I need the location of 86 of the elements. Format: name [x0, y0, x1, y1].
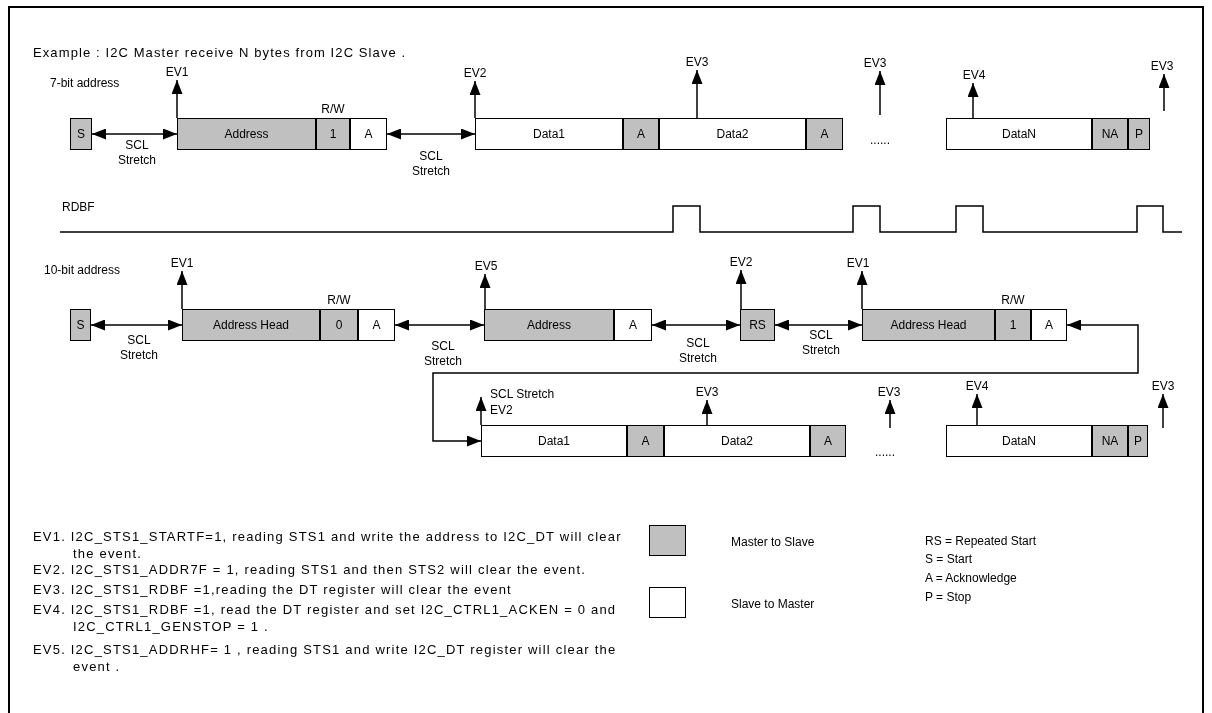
event-arrow — [856, 270, 868, 310]
event-arrow — [884, 399, 896, 429]
packet-field: Data1 — [475, 118, 623, 150]
packet-field: A — [627, 425, 664, 457]
abbreviation-note: P = Stop — [925, 589, 973, 605]
abbreviation-note: S = Start — [925, 551, 974, 567]
event-note: EV4. I2C_STS1_RDBF =1, read the DT register and set I2C_CTRL1_ACKEN = 0 and I2C_CTRL1_GENSTOP = 1 . — [33, 601, 618, 635]
packet-field: Address Head — [862, 309, 995, 341]
event-label: EV4 — [956, 67, 992, 83]
packet-field: Data1 — [481, 425, 627, 457]
event-arrow — [479, 273, 491, 310]
event-label: EV3 — [857, 55, 893, 71]
double-arrow — [90, 319, 183, 331]
packet-field: A — [806, 118, 843, 150]
packet-field: NA — [1092, 118, 1128, 150]
rw-label: R/W — [320, 102, 346, 116]
row-label: ...... — [870, 132, 891, 148]
double-arrow — [651, 319, 741, 331]
packet-field: A — [358, 309, 395, 341]
packet-field: Data2 — [664, 425, 810, 457]
rw-label: R/W — [1000, 293, 1026, 307]
packet-field: Data2 — [659, 118, 806, 150]
packet-field: S — [70, 309, 91, 341]
row-label: 10-bit address — [44, 262, 122, 278]
packet-field: P — [1128, 118, 1150, 150]
event-arrow — [475, 396, 487, 426]
row-label: 7-bit address — [50, 75, 121, 91]
event-arrow — [874, 70, 886, 116]
event-arrow — [701, 399, 713, 426]
event-note: EV1. I2C_STS1_STARTF=1, reading STS1 and write the address to I2C_DT will clear the event. — [33, 528, 623, 562]
event-arrow — [735, 269, 747, 310]
packet-field: Address — [484, 309, 614, 341]
packet-field: 1 — [995, 309, 1031, 341]
event-label: EV2 — [490, 402, 513, 418]
event-label: EV4 — [959, 378, 995, 394]
packet-field: RS — [740, 309, 775, 341]
event-arrow — [171, 79, 183, 119]
packet-field: Address Head — [182, 309, 320, 341]
legend-label: Slave to Master — [731, 596, 815, 612]
double-arrow — [386, 128, 476, 140]
event-arrow — [971, 393, 983, 426]
packet-field: A — [810, 425, 846, 457]
event-arrow — [176, 270, 188, 310]
packet-field: DataN — [946, 118, 1092, 150]
event-label: EV2 — [723, 254, 759, 270]
event-note: EV3. I2C_STS1_RDBF =1,reading the DT register will clear the event — [33, 581, 513, 598]
packet-field: S — [70, 118, 92, 150]
packet-field: A — [614, 309, 652, 341]
double-arrow — [774, 319, 863, 331]
event-label: EV3 — [1144, 58, 1180, 74]
event-arrow — [1157, 393, 1169, 429]
event-label: EV3 — [1145, 378, 1181, 394]
event-note: EV2. I2C_STS1_ADDR7F = 1, reading STS1 and then STS2 will clear the event. — [33, 561, 588, 578]
diagram-title: Example : I2C Master receive N bytes from I2C Slave . — [33, 45, 407, 61]
event-label: EV5 — [468, 258, 504, 274]
legend-label: Master to Slave — [731, 534, 815, 550]
event-label: EV1 — [164, 255, 200, 271]
packet-field: NA — [1092, 425, 1128, 457]
row-label: RDBF — [62, 199, 96, 215]
event-label: EV2 — [457, 65, 493, 81]
row-label: ...... — [875, 444, 896, 460]
packet-field: Address — [177, 118, 316, 150]
double-arrow — [91, 128, 178, 140]
packet-field: A — [1031, 309, 1067, 341]
rw-label: R/W — [326, 293, 352, 307]
packet-field: A — [623, 118, 659, 150]
packet-field: A — [350, 118, 387, 150]
event-label: EV3 — [689, 384, 725, 400]
event-note: EV5. I2C_STS1_ADDRHF= 1 , reading STS1 and write I2C_DT register will clear the event . — [33, 641, 618, 675]
event-arrow — [691, 69, 703, 119]
event-label: EV1 — [159, 64, 195, 80]
packet-field: 0 — [320, 309, 358, 341]
packet-field: 1 — [316, 118, 350, 150]
event-arrow — [469, 80, 481, 119]
loop-arrow — [432, 319, 1139, 447]
event-label: EV3 — [871, 384, 907, 400]
double-arrow — [394, 319, 485, 331]
packet-field: P — [1128, 425, 1148, 457]
packet-field: DataN — [946, 425, 1092, 457]
event-label: EV3 — [679, 54, 715, 70]
abbreviation-note: RS = Repeated Start — [925, 533, 1038, 549]
event-arrow — [1158, 73, 1170, 112]
event-label: EV1 — [840, 255, 876, 271]
event-arrow — [967, 82, 979, 119]
stretch-note: SCL Stretch — [490, 386, 555, 402]
abbreviation-note: A = Acknowledge — [925, 570, 1018, 586]
